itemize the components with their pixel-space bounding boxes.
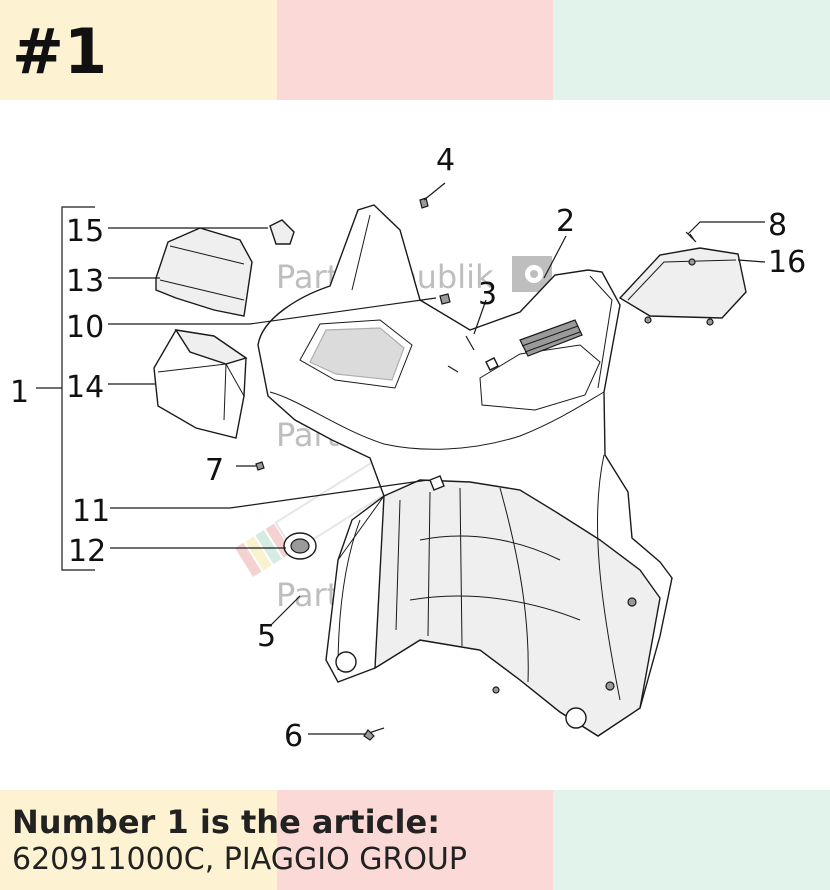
callout-13: 13 (66, 264, 104, 299)
article-number-text: 620911000C, PIAGGIO GROUP (12, 842, 467, 877)
callout-4: 4 (436, 143, 455, 178)
callout-2: 2 (556, 204, 575, 239)
callout-1: 1 (10, 375, 29, 410)
band-mint (553, 0, 830, 100)
fastener-screws (255, 197, 697, 741)
band-yellow (0, 0, 277, 100)
callout-10: 10 (66, 310, 104, 345)
band-pink (277, 0, 553, 100)
bottom-color-band (0, 790, 830, 890)
callout-5: 5 (257, 619, 276, 654)
callout-15: 15 (66, 214, 104, 249)
callout-12: 12 (68, 534, 106, 569)
part-15-clip (269, 219, 295, 245)
callout-3: 3 (478, 277, 497, 312)
part-13-cover (155, 227, 253, 317)
leader-lines (108, 182, 766, 735)
main-leg-shield-part (257, 204, 673, 737)
part-16-cover (618, 247, 747, 326)
band-mint (553, 790, 830, 890)
callout-14: 14 (66, 370, 104, 405)
callout-7: 7 (205, 453, 224, 488)
band-yellow (0, 790, 277, 890)
band-pink (277, 790, 553, 890)
top-color-band (0, 0, 830, 100)
callout-8: 8 (768, 208, 787, 243)
article-caption-title: Number 1 is the article: (12, 803, 440, 841)
callout-16: 16 (768, 245, 806, 280)
callout-6: 6 (284, 719, 303, 754)
exploded-parts-diagram: PartsRepublik PartsRepublik PartsRepubli… (10, 143, 806, 754)
part-number-heading: #1 (12, 15, 108, 88)
part-14-storage-box (153, 329, 248, 439)
callout-11: 11 (72, 494, 110, 529)
part-12-round-cap (283, 532, 317, 560)
